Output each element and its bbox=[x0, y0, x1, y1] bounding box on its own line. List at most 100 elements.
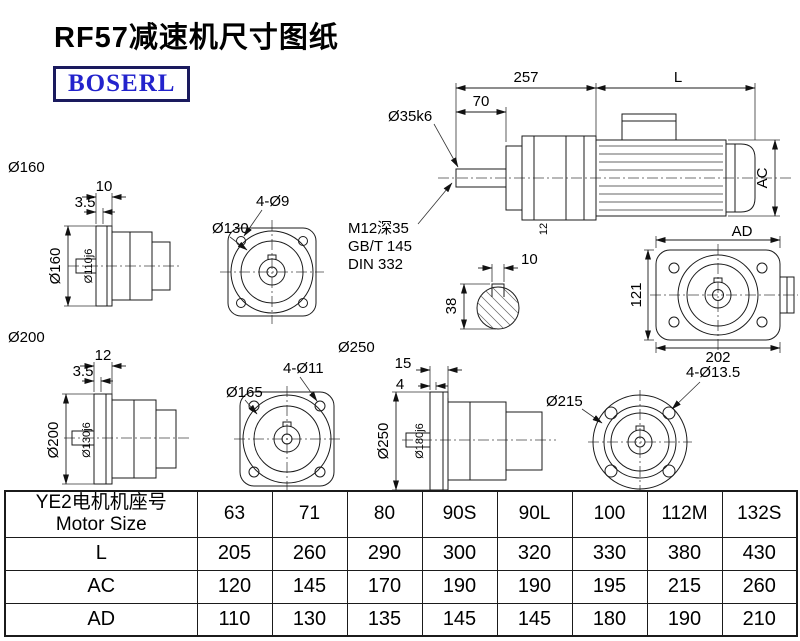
L-value: 290 bbox=[346, 536, 423, 571]
motor-size-header-cn: YE2电机机座号 bbox=[35, 492, 167, 514]
motor-fins bbox=[599, 145, 723, 211]
bore-keyway bbox=[267, 254, 277, 260]
AD-value: 145 bbox=[421, 602, 498, 637]
L-value: 430 bbox=[721, 536, 798, 571]
view-250-label: Ø250 bbox=[338, 339, 375, 356]
AC-value: 195 bbox=[571, 569, 648, 604]
bore-keyway bbox=[713, 277, 723, 283]
main-side-view: 257 L 70 Ø35k6 AC 12 M12深35 GB/T 145 DIN… bbox=[348, 69, 792, 273]
size-63: 63 bbox=[196, 490, 273, 538]
dim-202: 202 bbox=[705, 349, 730, 366]
L-value: 330 bbox=[571, 536, 648, 571]
view-flange-165: Ø165 4-Ø11 bbox=[226, 360, 340, 490]
rear-end-view: AD 121 202 bbox=[628, 223, 798, 366]
dim-130-holes: 4-Ø9 bbox=[256, 193, 289, 210]
motor-size-header-en: Motor Size bbox=[55, 514, 147, 536]
L-value: 380 bbox=[646, 536, 723, 571]
AD-value: 145 bbox=[496, 602, 573, 637]
AD-value: 180 bbox=[571, 602, 648, 637]
dim-200-spigot-dia: Ø130j6 bbox=[81, 422, 93, 457]
view-160-label: Ø160 bbox=[8, 159, 45, 176]
size-90L: 90L bbox=[496, 490, 573, 538]
dim-AD: AD bbox=[732, 223, 753, 240]
dim-200-a: 12 bbox=[95, 347, 112, 364]
row-label-AC: AC bbox=[4, 569, 198, 604]
table-row-L: L 205 260 290 300 320 330 380 430 bbox=[4, 536, 798, 571]
boserl-logo: BOSERL bbox=[53, 66, 191, 102]
dim-key-width: 10 bbox=[521, 251, 538, 268]
dim-165-dia: Ø165 bbox=[226, 384, 263, 401]
view-flange-200: Ø200 12 3.5 Ø200 Ø130j6 bbox=[8, 329, 190, 485]
dim-L: L bbox=[674, 69, 682, 86]
AD-value: 210 bbox=[721, 602, 798, 637]
boserl-logo-text: BOSERL bbox=[68, 70, 176, 97]
dim-130-dia: Ø130 bbox=[212, 220, 249, 237]
note-gb-standard: GB/T 145 bbox=[348, 238, 412, 255]
size-100: 100 bbox=[571, 490, 648, 538]
table-row-AC: AC 120 145 170 190 190 195 215 260 bbox=[4, 569, 798, 604]
dim-200-flange-dia: Ø200 bbox=[45, 422, 62, 459]
size-80: 80 bbox=[346, 490, 423, 538]
size-71: 71 bbox=[271, 490, 348, 538]
L-value: 300 bbox=[421, 536, 498, 571]
dim-165-holes: 4-Ø11 bbox=[283, 360, 324, 377]
dim-160-a: 10 bbox=[96, 178, 113, 195]
L-value: 320 bbox=[496, 536, 573, 571]
dim-250-flange-dia: Ø250 bbox=[375, 423, 392, 460]
dim-160-b: 3.5 bbox=[75, 194, 96, 211]
table-header-row: YE2电机机座号 Motor Size 63 71 80 90S 90L 100… bbox=[4, 490, 798, 538]
technical-drawing: 257 L 70 Ø35k6 AC 12 M12深35 GB/T 145 DIN… bbox=[8, 69, 798, 490]
dim-257: 257 bbox=[513, 69, 538, 86]
row-label-L: L bbox=[4, 536, 198, 571]
dim-AC: AC bbox=[754, 167, 771, 188]
terminal-box bbox=[621, 113, 677, 141]
AC-value: 215 bbox=[646, 569, 723, 604]
view-flange-215: Ø215 4-Ø13.5 bbox=[546, 364, 740, 490]
motor-size-header: YE2电机机座号 Motor Size bbox=[4, 490, 198, 538]
dim-160-spigot-dia: Ø110j6 bbox=[83, 249, 95, 284]
fan-cover bbox=[725, 143, 756, 213]
view-flange-160: Ø160 10 3.5 Ø160 Ø110j6 bbox=[8, 159, 182, 307]
dim-160-flange-dia: Ø160 bbox=[47, 248, 64, 285]
view-flange-250: Ø250 15 4 Ø250 Ø180j6 bbox=[338, 339, 556, 490]
dim-121: 121 bbox=[628, 282, 645, 307]
page-title: RF57减速机尺寸图纸 bbox=[54, 22, 339, 54]
AC-value: 145 bbox=[271, 569, 348, 604]
bore-keyway bbox=[635, 425, 645, 431]
motor-size-table: YE2电机机座号 Motor Size 63 71 80 90S 90L 100… bbox=[4, 490, 798, 637]
AD-value: 135 bbox=[346, 602, 423, 637]
bore-keyway bbox=[282, 421, 292, 427]
AC-value: 120 bbox=[196, 569, 273, 604]
dim-key-12: 12 bbox=[538, 223, 550, 235]
AC-value: 190 bbox=[496, 569, 573, 604]
AC-value: 170 bbox=[346, 569, 423, 604]
dim-215-dia: Ø215 bbox=[546, 393, 583, 410]
L-value: 260 bbox=[271, 536, 348, 571]
dim-215-holes: 4-Ø13.5 bbox=[686, 364, 740, 381]
dim-250-b: 4 bbox=[396, 376, 404, 393]
dim-key-height: 38 bbox=[443, 298, 460, 315]
key-profile bbox=[491, 283, 505, 297]
size-112M: 112M bbox=[646, 490, 723, 538]
AC-value: 260 bbox=[721, 569, 798, 604]
dim-250-spigot-dia: Ø180j6 bbox=[414, 423, 426, 458]
size-132S: 132S bbox=[721, 490, 798, 538]
L-value: 205 bbox=[196, 536, 273, 571]
note-din-standard: DIN 332 bbox=[348, 256, 403, 273]
AD-value: 110 bbox=[196, 602, 273, 637]
dim-250-a: 15 bbox=[395, 355, 412, 372]
shaft-section-view: 10 38 bbox=[443, 251, 538, 330]
AC-value: 190 bbox=[421, 569, 498, 604]
table-row-AD: AD 110 130 135 145 145 180 190 210 bbox=[4, 602, 798, 637]
size-90S: 90S bbox=[421, 490, 498, 538]
dim-shaft-dia: Ø35k6 bbox=[388, 108, 432, 125]
AD-value: 190 bbox=[646, 602, 723, 637]
view-flange-130: Ø130 4-Ø9 bbox=[212, 193, 324, 324]
dim-70: 70 bbox=[473, 93, 490, 110]
row-label-AD: AD bbox=[4, 602, 198, 637]
section-hatching bbox=[477, 287, 519, 329]
dim-200-b: 3.5 bbox=[73, 363, 94, 380]
note-tapped-hole: M12深35 bbox=[348, 220, 409, 237]
view-200-label: Ø200 bbox=[8, 329, 45, 346]
AD-value: 130 bbox=[271, 602, 348, 637]
